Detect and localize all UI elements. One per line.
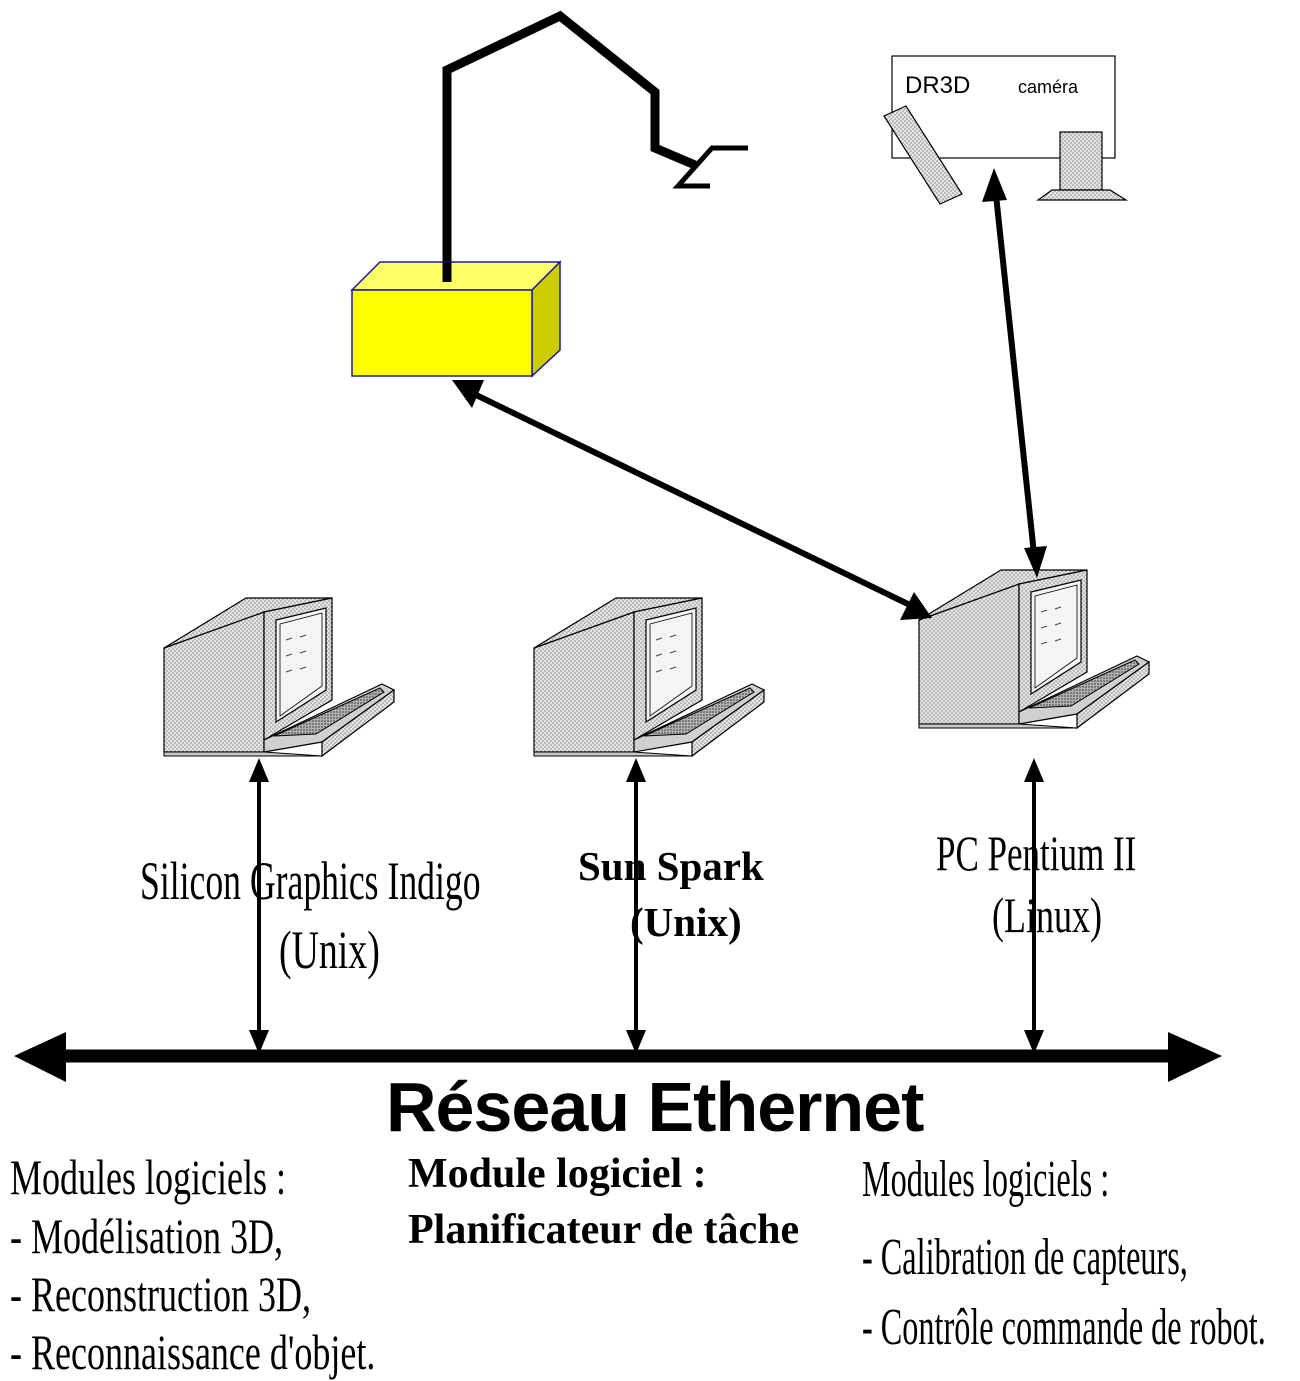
pc-network-link-arrow	[1024, 758, 1044, 1054]
sgi-name-label: Silicon Graphics Indigo	[140, 851, 481, 911]
right-modules-heading: Modules logiciels :	[862, 1151, 1110, 1208]
robot-controller-box	[350, 260, 562, 378]
dr3d-label: DR3D	[905, 72, 971, 99]
sgi-network-link-arrow	[249, 758, 269, 1054]
computer-screen	[645, 607, 697, 724]
computer-case	[163, 611, 265, 753]
pc-os-label: (Linux)	[992, 887, 1102, 943]
left-module-item: - Reconnaissance d'objet.	[10, 1324, 376, 1380]
computer-icon	[918, 569, 1151, 730]
robot-pc-link-arrow	[452, 380, 932, 620]
robot-arm-icon	[442, 10, 748, 282]
sun-network-link-arrow	[626, 758, 646, 1054]
left-module-item: - Modélisation 3D,	[10, 1208, 283, 1264]
center-module-heading: Module logiciel :	[408, 1151, 707, 1197]
computer-case	[533, 611, 635, 753]
computer-keyboard	[273, 687, 385, 737]
computer-screen	[275, 607, 327, 724]
computer-icon	[163, 597, 396, 758]
sensor-pc-link-arrow	[982, 168, 1047, 578]
camera-icon	[1036, 131, 1129, 201]
sun-name-label: Sun Spark	[578, 843, 764, 889]
computer-keyboard	[1028, 659, 1140, 709]
dr3d-sensor-frame	[883, 55, 1129, 205]
right-module-item: - Calibration de capteurs,	[862, 1229, 1188, 1286]
left-module-item: - Reconstruction 3D,	[10, 1266, 311, 1322]
computer-case	[918, 583, 1020, 725]
network-label: Réseau Ethernet	[386, 1068, 924, 1146]
camera-label: caméra	[1018, 77, 1079, 97]
sun-os-label: (Unix)	[630, 899, 742, 945]
computer-keyboard	[643, 687, 755, 737]
pc-name-label: PC Pentium II	[936, 825, 1137, 881]
sgi-os-label: (Unix)	[279, 920, 380, 980]
left-modules-heading: Modules logiciels :	[10, 1149, 286, 1205]
center-module-item: Planificateur de tâche	[408, 1207, 800, 1253]
right-module-item: - Contrôle commande de robot.	[862, 1299, 1266, 1356]
ethernet-bus-arrow	[14, 1032, 1222, 1082]
computer-icon	[533, 597, 766, 758]
computer-screen	[1030, 579, 1082, 696]
